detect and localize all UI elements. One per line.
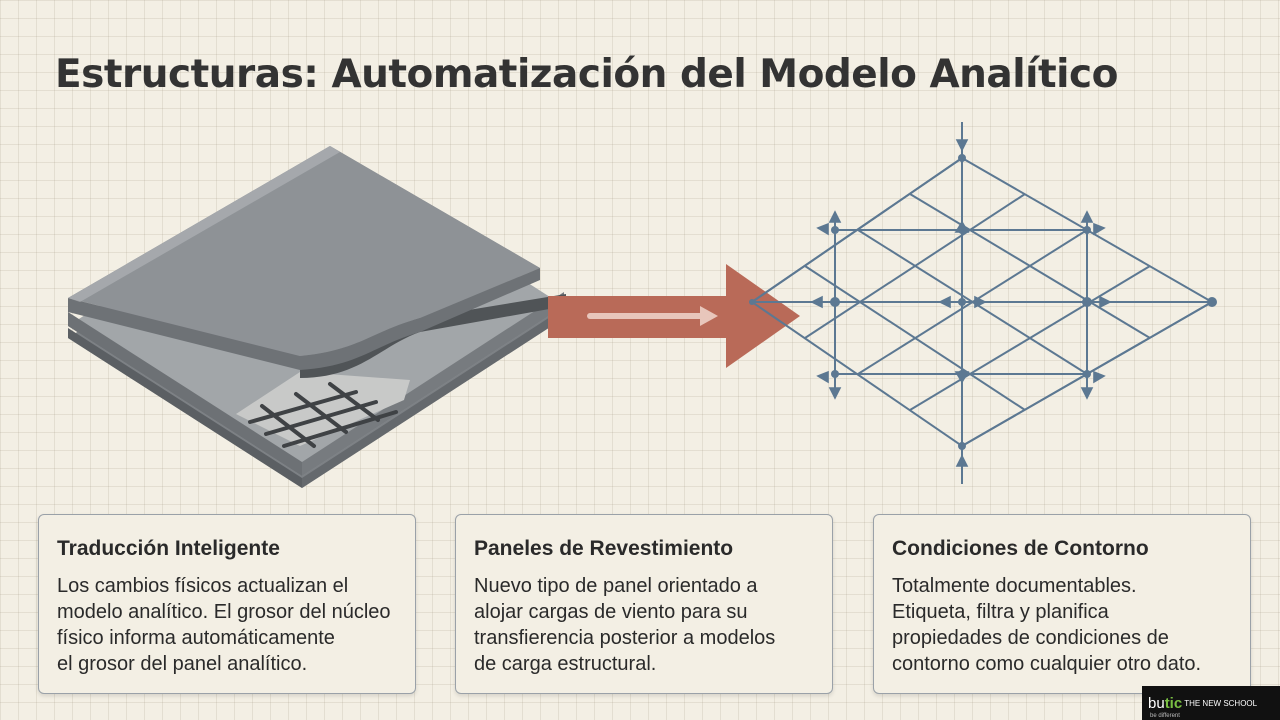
analytical-mesh-icon	[750, 122, 1215, 484]
card-line: de carga estructural.	[474, 653, 657, 675]
page-title: Estructuras: Automatización del Modelo A…	[55, 52, 1118, 97]
illustration	[68, 122, 1217, 488]
card-line: Nuevo tipo de panel orientado a	[474, 575, 758, 597]
card-paneles-revestimiento: Paneles de Revestimiento Nuevo tipo de p…	[455, 514, 833, 694]
card-line: alojar cargas de viento para su	[474, 601, 748, 623]
arrow-right-icon	[548, 264, 800, 368]
load-arrows	[810, 122, 1112, 484]
card-heading: Traducción Inteligente	[57, 537, 280, 560]
brand-tagline: be different	[1150, 713, 1180, 719]
card-text: Nuevo tipo de panel orientado a alojar c…	[474, 573, 814, 677]
card-condiciones-contorno: Condiciones de Contorno Totalmente docum…	[873, 514, 1251, 694]
card-heading: Paneles de Revestimiento	[474, 537, 734, 560]
card-line: Los cambios físicos actualizan el	[57, 575, 349, 597]
card-text: Totalmente documentables. Etiqueta, filt…	[892, 573, 1232, 677]
brand-part-2: tic	[1164, 694, 1183, 712]
card-line: Totalmente documentables.	[892, 575, 1137, 597]
card-text: Los cambios físicos actualizan el modelo…	[57, 573, 397, 677]
card-line: modelo analítico. El grosor del núcleo	[57, 601, 391, 623]
brand-part-1: bu	[1148, 694, 1165, 712]
card-line: físico informa automáticamente	[57, 627, 335, 649]
card-line: propiedades de condiciones de	[892, 627, 1169, 649]
card-line: el grosor del panel analítico.	[57, 653, 308, 675]
card-line: contorno como cualquier otro dato.	[892, 653, 1202, 675]
card-heading: Condiciones de Contorno	[892, 537, 1149, 560]
brand-part-3: THE NEW SCHOOL	[1184, 698, 1258, 708]
card-line: transfierencia posterior a modelos	[474, 627, 776, 649]
card-traduccion-inteligente: Traducción Inteligente Los cambios físic…	[38, 514, 416, 694]
concrete-slab-icon	[68, 146, 566, 488]
card-line: Etiqueta, filtra y planifica	[892, 601, 1109, 623]
